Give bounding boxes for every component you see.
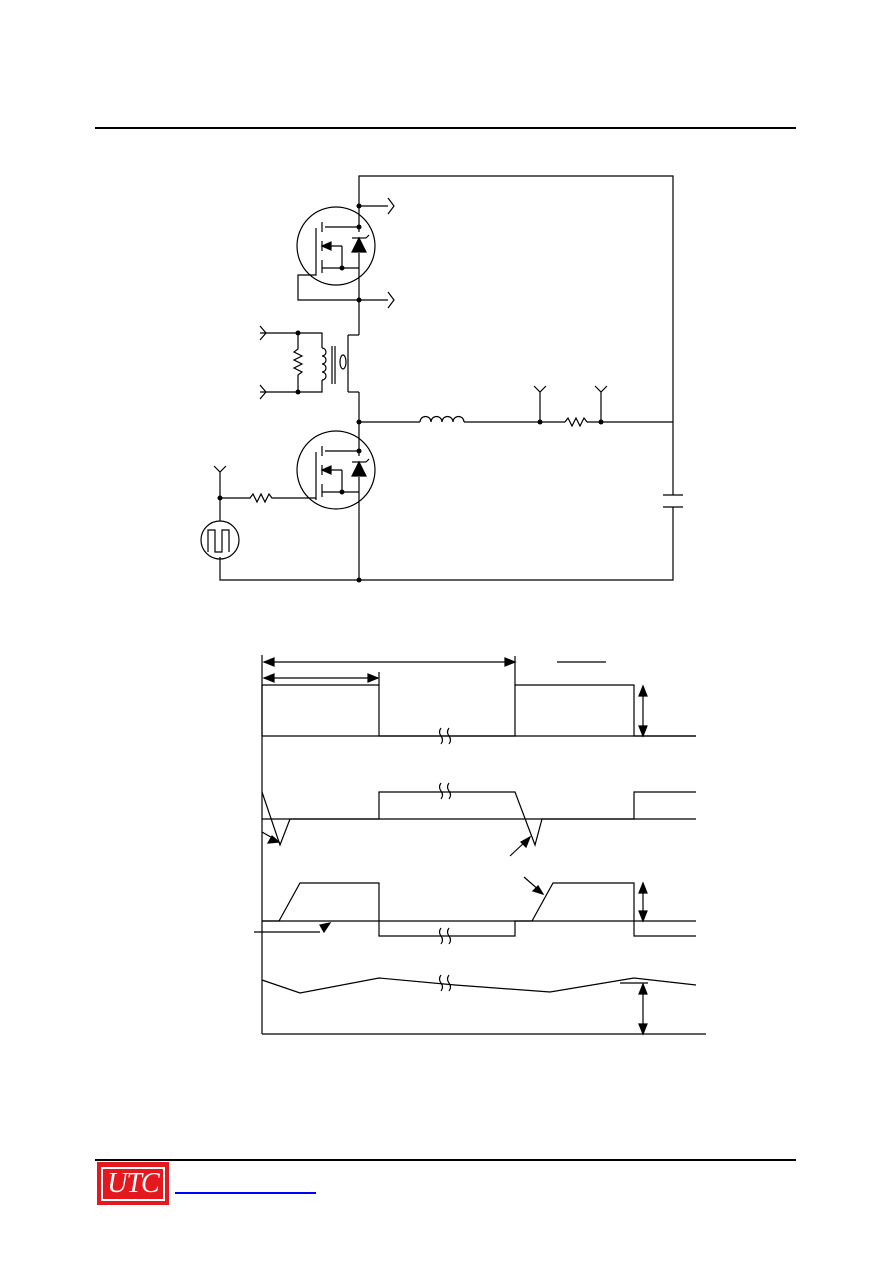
inductor-current-trace <box>261 977 697 994</box>
transformer-resistor <box>292 333 304 392</box>
upper-body-diode <box>351 236 367 253</box>
website-link[interactable] <box>175 1192 316 1194</box>
utc-logo: UTC <box>97 1162 169 1205</box>
transformer-primary-coil <box>321 347 327 381</box>
junction-dots <box>217 203 604 583</box>
right-lower-wire <box>219 507 674 581</box>
upper-gate-loop <box>297 268 359 301</box>
gate-resistor <box>220 492 316 504</box>
top-rail-wire <box>358 175 674 495</box>
circuit-schematic <box>200 175 683 583</box>
time-break-marks <box>438 727 452 992</box>
pulse-generator <box>200 520 240 560</box>
footer-rule <box>95 1159 796 1161</box>
header-rule <box>95 127 796 129</box>
upper-mosfet-circle <box>296 206 376 286</box>
logo-text: UTC <box>101 1166 165 1201</box>
transformer-secondary-coil <box>339 354 347 370</box>
gate-pulse-trace <box>261 684 696 737</box>
lower-body-diode <box>351 460 367 477</box>
pulse-symbol <box>207 529 230 553</box>
waveform-diagram <box>254 655 706 1036</box>
diode-current-trace <box>261 791 696 847</box>
diode-voltage-trace <box>262 882 696 937</box>
sense-resistor <box>564 416 588 428</box>
lower-mosfet-circle <box>296 430 376 510</box>
inductor-coil <box>419 415 465 423</box>
